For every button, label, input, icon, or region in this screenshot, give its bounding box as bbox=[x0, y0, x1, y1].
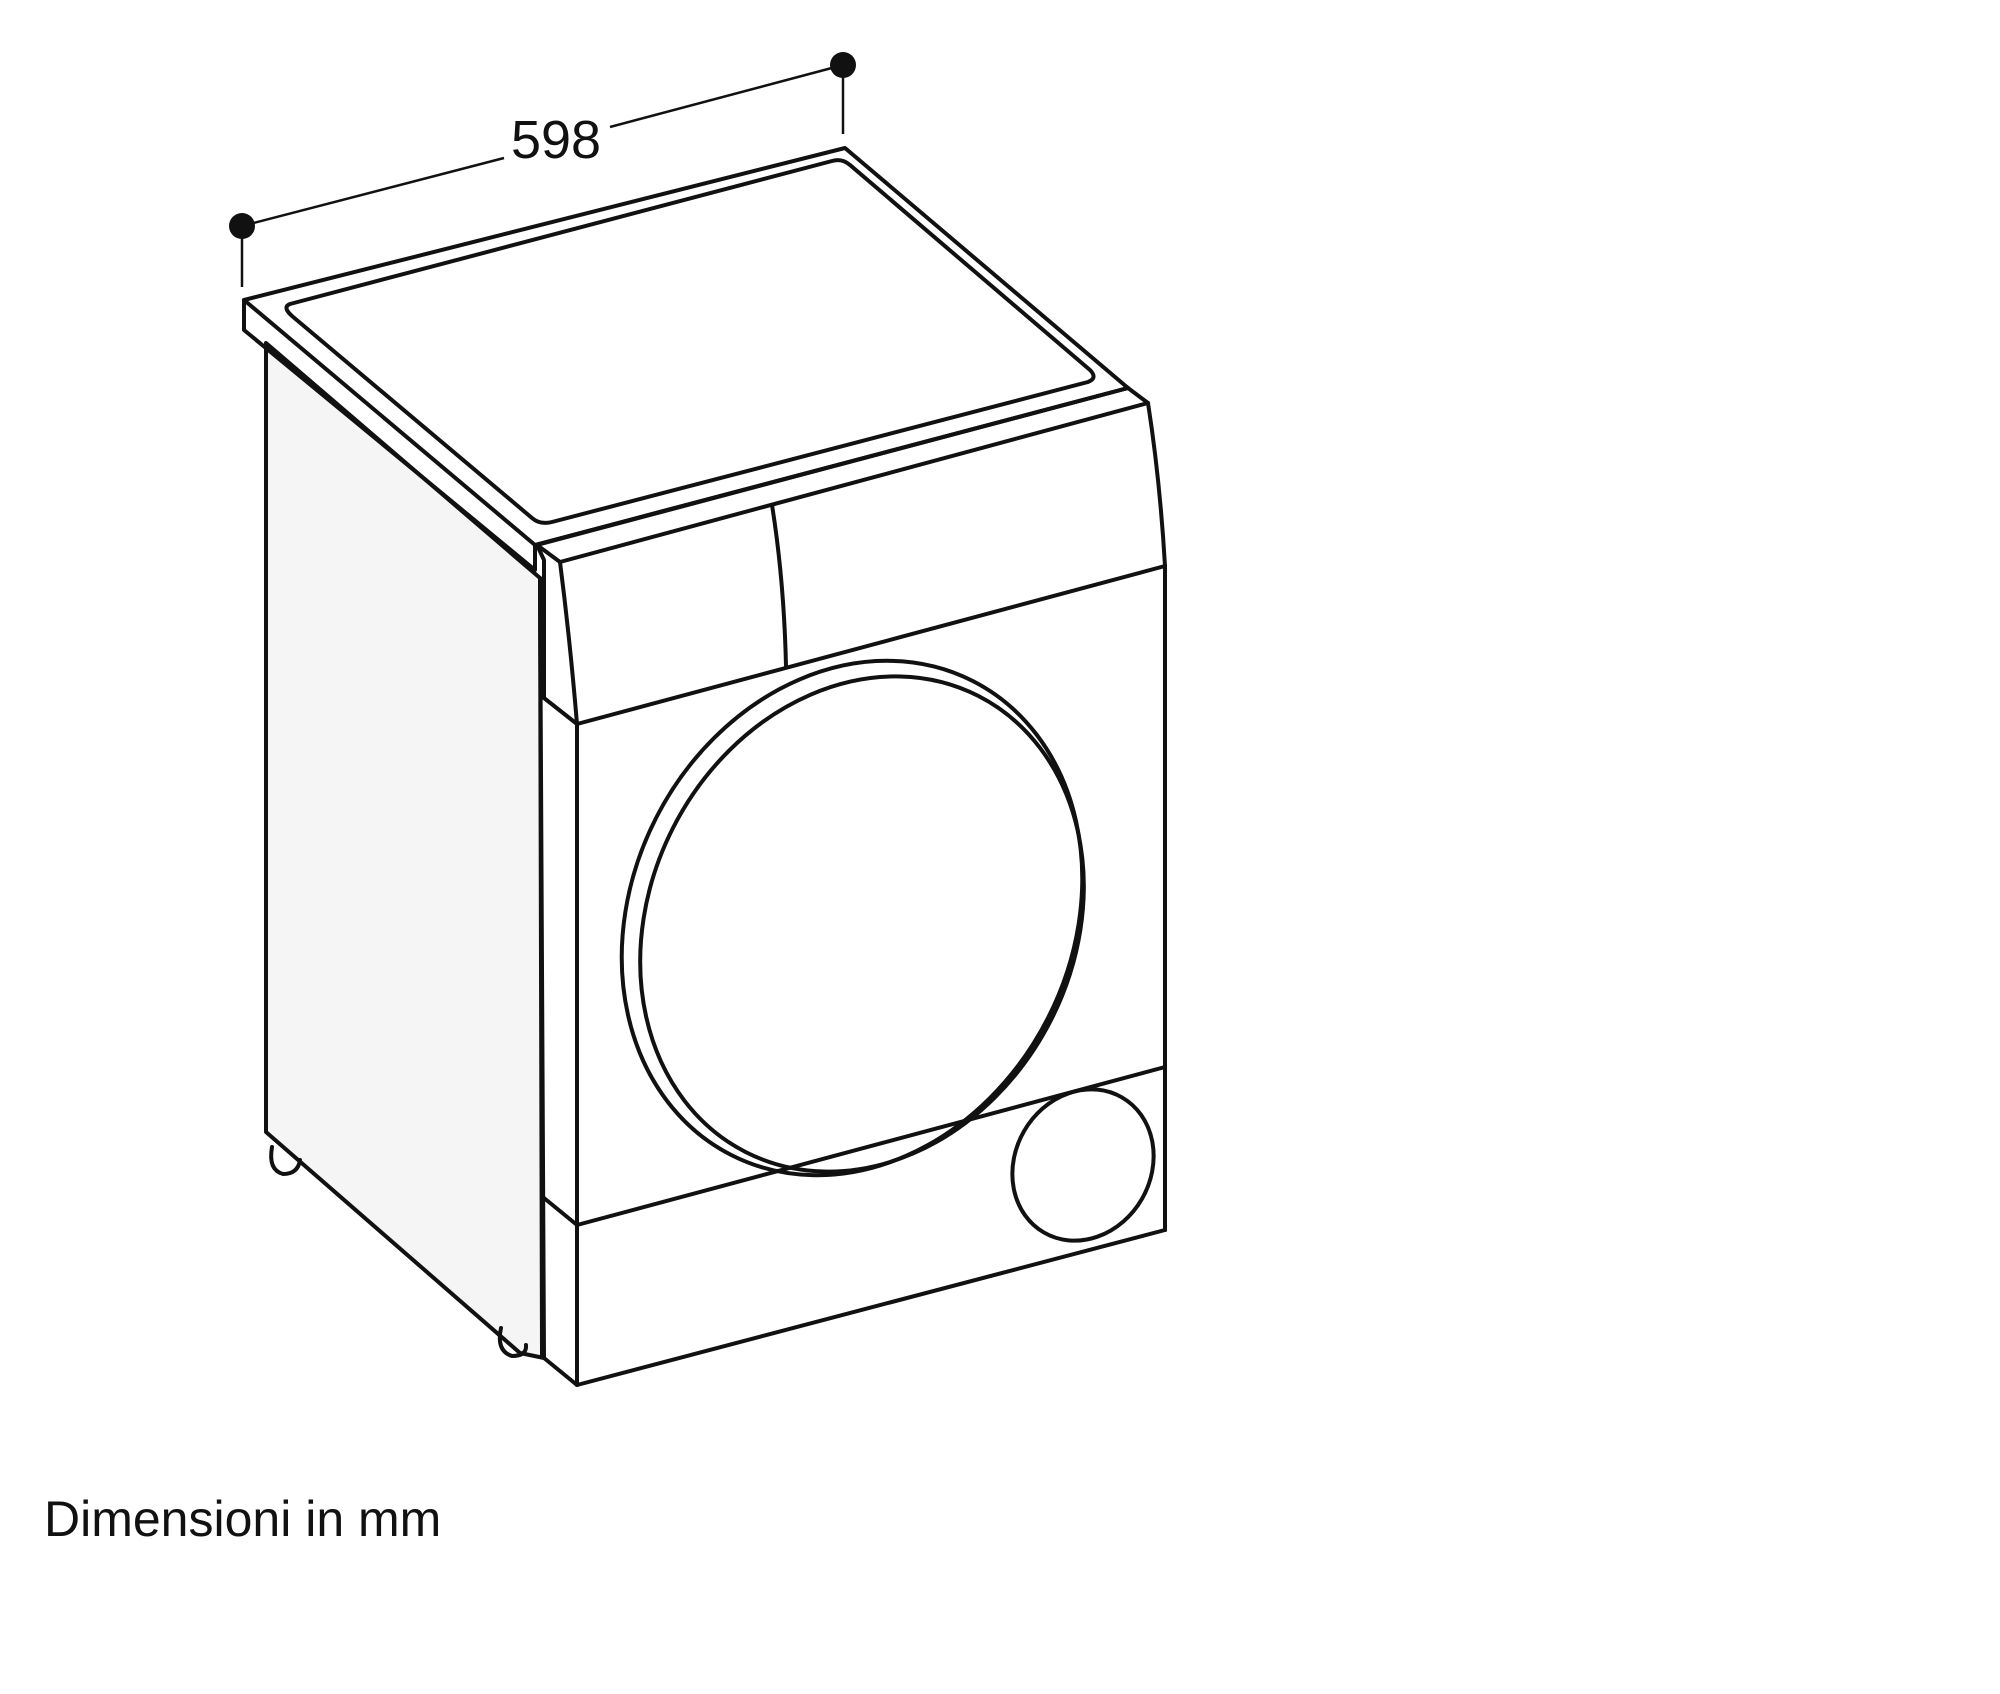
control-panel-divider bbox=[770, 503, 788, 668]
filter-flap bbox=[1010, 1087, 1156, 1243]
units-caption: Dimensioni in mm bbox=[44, 1491, 442, 1547]
door bbox=[619, 658, 1086, 1178]
feet bbox=[269, 1145, 529, 1358]
worktop-left-edge bbox=[242, 298, 537, 572]
control-panel bbox=[535, 386, 1167, 726]
foot-right bbox=[497, 1326, 529, 1358]
worktop-inset-panel bbox=[284, 158, 1096, 525]
front-body bbox=[542, 564, 1167, 1387]
side-panel bbox=[264, 341, 546, 1360]
control-panel-right-curve bbox=[1146, 401, 1167, 568]
front-bottom-edge bbox=[575, 1228, 1167, 1387]
door-inner-ring bbox=[638, 674, 1086, 1174]
foot-left bbox=[269, 1145, 302, 1176]
control-panel-side bbox=[535, 543, 579, 726]
width-dimension: 598 bbox=[229, 52, 856, 287]
door-outer-ring bbox=[619, 658, 1085, 1178]
side-panel-edge bbox=[538, 576, 544, 1357]
dimension-endpoint-right bbox=[830, 52, 856, 78]
dimension-line-right bbox=[609, 63, 844, 129]
filter-flap-outline bbox=[1010, 1087, 1156, 1243]
front-bottom-corner bbox=[542, 1356, 579, 1387]
dimension-line-left bbox=[241, 156, 505, 228]
dimension-endpoint-left bbox=[229, 213, 255, 239]
width-dimension-label: 598 bbox=[511, 110, 601, 170]
control-panel-bottom-edge bbox=[575, 564, 1167, 726]
control-panel-left-curve bbox=[558, 560, 579, 726]
control-panel-top bbox=[535, 386, 1150, 564]
